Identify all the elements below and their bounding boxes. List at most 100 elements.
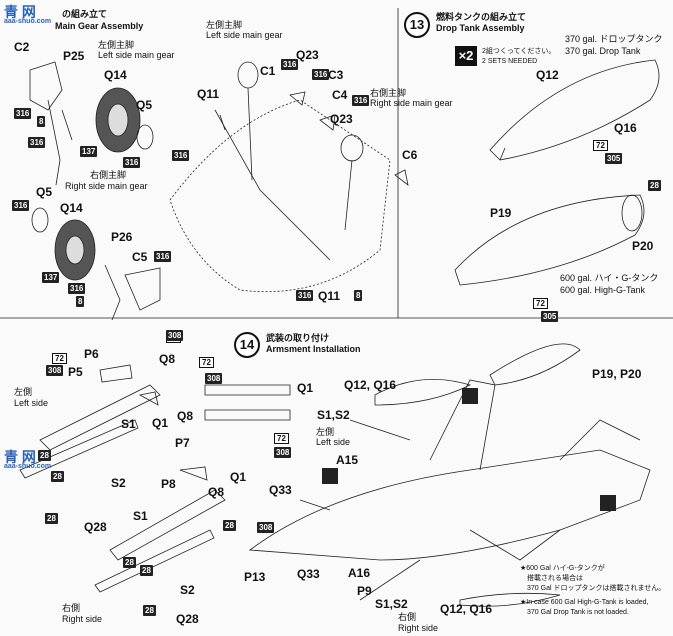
part-label: P5 xyxy=(68,365,83,379)
part-label: S1 xyxy=(133,509,148,523)
part-label: S2 xyxy=(180,583,195,597)
left-gear-jp: 左側主脚 xyxy=(98,40,135,50)
part-code: 28 xyxy=(140,565,153,576)
note-en-1: ★In case 600 Gal High-G-Tank is loaded, xyxy=(520,599,649,606)
part-label: S1 xyxy=(121,417,136,431)
part-label: Q8 xyxy=(177,409,194,423)
section12-title-en: Main Gear Assembly xyxy=(55,21,144,31)
right-side-jp: 右側 xyxy=(62,603,81,613)
part-label: C2 xyxy=(14,40,30,54)
part-label: P19 xyxy=(490,206,512,220)
part-code: 316 xyxy=(312,69,330,80)
right-gear-en: Right side main gear xyxy=(65,181,148,191)
part-label: P26 xyxy=(111,230,133,244)
part-code: 28 xyxy=(45,513,58,524)
step13-title-jp: 燃料タンクの組み立て xyxy=(436,12,527,22)
part-label: Q5 xyxy=(36,185,53,199)
note-jp-2: 搭載される場合は xyxy=(527,575,583,582)
right-gear-drawing xyxy=(31,207,161,321)
part-code: 316 xyxy=(172,150,190,161)
left-side-en: Left side xyxy=(14,398,49,408)
tank600-en: 600 gal. High-G-Tank xyxy=(560,285,646,295)
right-side-jp-2: 右側 xyxy=(398,612,417,622)
part-code: 305 xyxy=(605,153,623,164)
part-code: 305 xyxy=(541,311,559,322)
part-label: Q28 xyxy=(84,520,107,534)
right-side-en-2: Right side xyxy=(398,623,439,633)
part-code: 72 xyxy=(199,357,214,368)
part-code: 28 xyxy=(38,450,51,461)
part-code: 72 xyxy=(533,298,548,309)
sets-needed-jp: 2組つくってください。 xyxy=(482,48,556,55)
part-code: 308 xyxy=(205,373,223,384)
part-code: 308 xyxy=(166,330,184,341)
center-right-gear-jp: 右側主脚 xyxy=(370,88,407,98)
part-label: Q12 xyxy=(536,68,559,82)
part-label: A15 xyxy=(336,453,359,467)
part-code: 316 xyxy=(28,137,46,148)
part-code: 72 xyxy=(52,353,67,364)
left-gear-en: Left side main gear xyxy=(98,50,175,60)
part-label: Q1 xyxy=(230,470,247,484)
watermark-url-2: aaa-shuo.com xyxy=(4,463,52,470)
left-side-en-2: Left side xyxy=(316,437,351,447)
part-label: Q28 xyxy=(176,612,199,626)
part-label: Q1 xyxy=(297,381,314,395)
part-code: 72 xyxy=(274,433,289,444)
part-label: Q8 xyxy=(208,485,225,499)
part-code: 137 xyxy=(42,272,60,283)
center-left-gear-en: Left side main gear xyxy=(206,30,283,40)
part-label: P20 xyxy=(632,239,654,253)
part-code: 72 xyxy=(593,140,608,151)
part-label: P6 xyxy=(84,347,99,361)
part-label: Q14 xyxy=(60,201,83,215)
right-side-en: Right side xyxy=(62,614,103,624)
step14-number: 14 xyxy=(234,332,260,358)
part-label: P8 xyxy=(161,477,176,491)
right-gear-jp: 右側主脚 xyxy=(90,170,127,180)
part-code: 28 xyxy=(143,605,156,616)
part-label: P13 xyxy=(244,570,266,584)
part-label: C3 xyxy=(328,68,344,82)
left-gear-drawing xyxy=(29,61,154,186)
left-side-jp: 左側 xyxy=(14,387,33,397)
part-label: C5 xyxy=(132,250,148,264)
tank370-jp: 370 gal. ドロップタンク xyxy=(565,34,663,44)
part-label: Q5 xyxy=(136,98,153,112)
step14-title-en: Armsment Installation xyxy=(266,344,361,354)
part-label: Q8 xyxy=(159,352,176,366)
part-label: P25 xyxy=(63,49,85,63)
part-code: 316 xyxy=(281,59,299,70)
tank370-en: 370 gal. Drop Tank xyxy=(565,46,641,56)
center-right-gear-en: Right side main gear xyxy=(370,98,453,108)
part-label: Q23 xyxy=(296,48,319,62)
part-code: 28 xyxy=(51,471,64,482)
part-code: 308 xyxy=(274,447,292,458)
right-armament-drawing xyxy=(94,466,226,593)
part-label: Q33 xyxy=(269,483,292,497)
part-code: 8 xyxy=(76,296,85,307)
part-code: 316 xyxy=(352,95,370,106)
part-label: P9 xyxy=(357,584,372,598)
section12-title-jp: の組み立て xyxy=(62,9,108,19)
part-label: Q16 xyxy=(614,121,637,135)
center-left-gear-jp: 左側主脚 xyxy=(206,20,243,30)
part-label: Q1 xyxy=(152,416,169,430)
part-code: 308 xyxy=(257,522,275,533)
watermark-url: aaa-shuo.com xyxy=(4,18,52,25)
part-code: 8 xyxy=(37,116,46,127)
watermark-text-2: 青 网 xyxy=(4,449,36,465)
step13-number: 13 xyxy=(404,12,430,38)
note-en-2: 370 Gal Drop Tank is not loaded. xyxy=(527,609,629,616)
part-label: Q23 xyxy=(330,112,353,126)
part-label: C4 xyxy=(332,88,348,102)
part-label: S1,S2 xyxy=(317,408,350,422)
aircraft-side-drawing xyxy=(248,343,651,607)
left-side-jp-2: 左側 xyxy=(316,427,335,437)
part-code: 137 xyxy=(80,146,98,157)
missile-parts-drawing xyxy=(204,384,291,421)
part-label: S1,S2 xyxy=(375,597,408,611)
left-armament-drawing xyxy=(19,364,161,479)
